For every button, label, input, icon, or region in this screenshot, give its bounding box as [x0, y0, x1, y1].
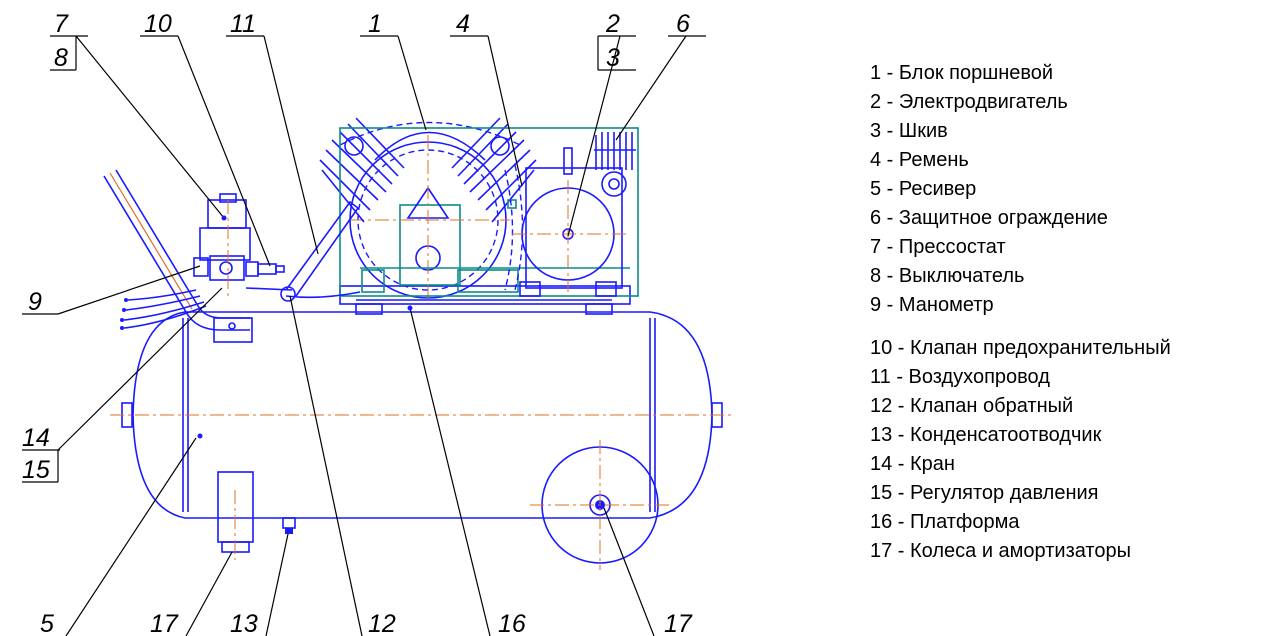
callout-3: 3 [606, 44, 620, 72]
piston-block [319, 117, 537, 300]
callout-numbers: 7 8 10 11 1 4 2 3 6 9 14 15 5 17 13 12 1… [22, 10, 693, 636]
callout-7: 7 [54, 10, 69, 38]
legend-item: 17 - Колеса и амортизаторы [870, 540, 1131, 562]
callout-15: 15 [22, 456, 50, 484]
leader-lines [22, 35, 706, 636]
callout-14: 14 [22, 424, 50, 452]
callout-17-foot: 17 [150, 610, 179, 636]
front-foot [217, 471, 254, 560]
callout-8: 8 [54, 44, 68, 72]
callout-13: 13 [230, 610, 258, 636]
legend-item: 2 - Электродвигатель [870, 91, 1068, 113]
motor [512, 147, 628, 297]
legend-item: 6 - Защитное ограждение [870, 207, 1108, 229]
fan-guard [594, 132, 636, 197]
callout-17-wheel: 17 [664, 610, 693, 636]
legend-item: 8 - Выключатель [870, 265, 1024, 287]
callout-5: 5 [40, 610, 54, 636]
callout-4: 4 [456, 10, 470, 38]
legend-item: 4 - Ремень [870, 149, 969, 171]
legend-item: 9 - Манометр [870, 294, 994, 316]
legend-item: 14 - Кран [870, 453, 955, 475]
drain-valve [282, 517, 296, 534]
legend-item: 13 - Конденсатоотводчик [870, 424, 1102, 446]
legend-item: 11 - Воздухопровод [870, 366, 1050, 388]
callout-2: 2 [605, 10, 620, 38]
callout-6: 6 [676, 10, 690, 38]
legend-item: 10 - Клапан предохранительный [870, 337, 1171, 359]
callout-10: 10 [144, 10, 172, 38]
legend-item: 16 - Платформа [870, 511, 1020, 533]
legend-item: 12 - Клапан обратный [870, 395, 1073, 417]
callout-11: 11 [230, 10, 256, 38]
cable [120, 289, 207, 330]
air-pipe [245, 200, 361, 302]
pressure-switch [193, 193, 285, 343]
legend-item: 5 - Ресивер [870, 178, 976, 200]
callout-12: 12 [368, 610, 396, 636]
belt [504, 164, 524, 291]
callout-9: 9 [28, 288, 42, 316]
legend-item: 3 - Шкив [870, 120, 948, 142]
legend-item: 15 - Регулятор давления [870, 482, 1099, 504]
guard [339, 127, 639, 297]
legend-item: 1 - Блок поршневой [870, 62, 1053, 84]
legend: 1 - Блок поршневой 2 - Электродвигатель … [870, 62, 1171, 562]
receiver-tank [110, 311, 735, 519]
callout-1: 1 [368, 10, 382, 38]
legend-item: 7 - Прессостат [870, 236, 1006, 258]
wheel [530, 440, 670, 570]
callout-16: 16 [498, 610, 526, 636]
